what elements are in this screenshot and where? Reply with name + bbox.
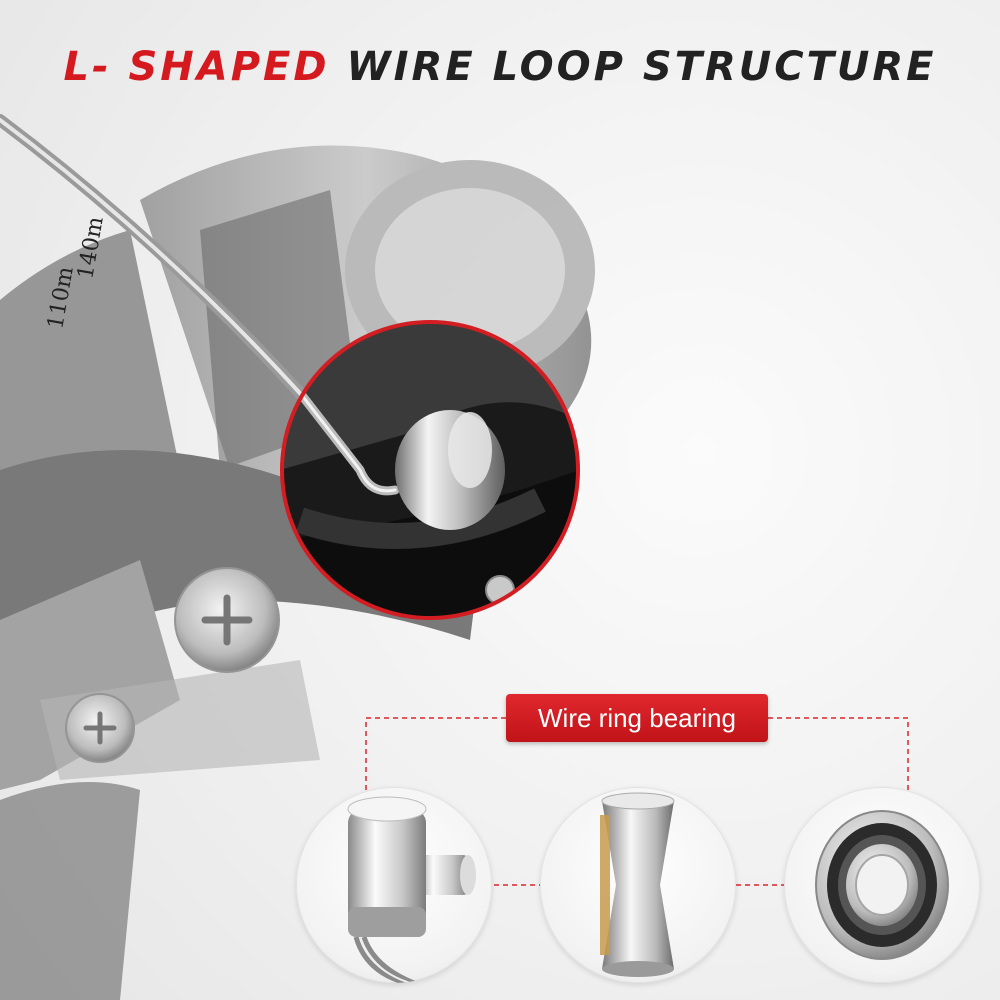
part-line-roller <box>296 787 492 983</box>
reel-body <box>0 145 595 1000</box>
zoom-detail <box>282 322 578 618</box>
part-roller-sleeve <box>540 787 736 983</box>
callout-lines <box>365 717 909 886</box>
headline-rest: WIRE LOOP STRUCTURE <box>346 44 937 90</box>
headline-highlight: L- SHAPED <box>63 44 330 90</box>
headline: L- SHAPED WIRE LOOP STRUCTURE <box>0 44 1000 90</box>
ball-bearing-image <box>815 810 949 960</box>
line-roller-image <box>347 796 476 983</box>
wire-ring-bearing-label: Wire ring bearing <box>506 694 768 742</box>
part-ball-bearing <box>784 787 980 983</box>
roller-sleeve-image <box>600 792 675 977</box>
